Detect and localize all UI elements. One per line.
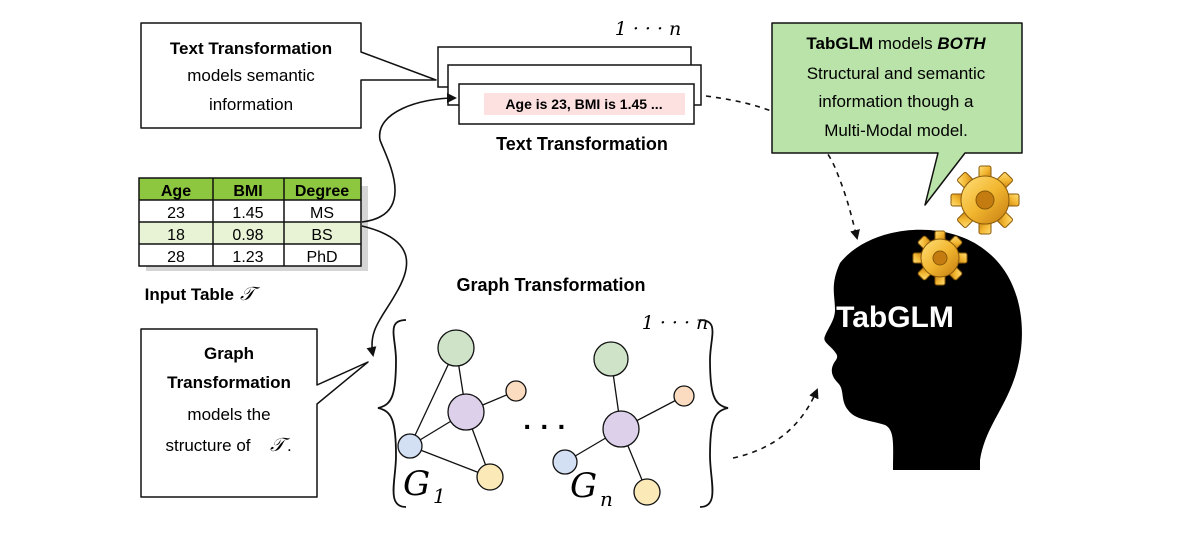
callout-line: . bbox=[287, 436, 292, 455]
graph-count-label: 1 · · · n bbox=[642, 312, 709, 334]
table-header-row bbox=[139, 178, 361, 200]
dashed-arrows bbox=[705, 95, 860, 459]
table-cell: PhD bbox=[306, 249, 337, 266]
table-cell: 1.45 bbox=[232, 205, 263, 222]
callout-line: models the bbox=[187, 405, 270, 424]
table-symbol: 𝒯 bbox=[240, 283, 260, 305]
text-transformation-caption: Text Transformation bbox=[496, 134, 668, 154]
table-cell: 23 bbox=[167, 205, 185, 222]
table-header-cell: BMI bbox=[233, 183, 262, 200]
tabglm-callout: TabGLM models BOTH Structural and semant… bbox=[771, 22, 1023, 206]
callout-title: Transformation bbox=[167, 373, 291, 392]
graph-node bbox=[602, 410, 640, 448]
graph-gn: G n bbox=[552, 341, 695, 511]
graph-node bbox=[593, 341, 629, 377]
right-brace bbox=[699, 319, 729, 508]
callout-bubble bbox=[140, 328, 369, 498]
table-row bbox=[139, 222, 361, 244]
table-row bbox=[139, 244, 361, 266]
graph-node bbox=[552, 449, 578, 475]
table-grid bbox=[138, 177, 362, 267]
graph-node bbox=[397, 433, 423, 459]
table-header-cell: Degree bbox=[295, 183, 349, 200]
callout-line: models semantic bbox=[187, 66, 315, 85]
input-table: Age BMI Degree 23 1.45 MS 18 0.98 BS 28 … bbox=[138, 177, 368, 305]
graph-label: G bbox=[570, 466, 597, 506]
head-silhouette: TabGLM bbox=[824, 229, 1022, 470]
arrow-text-to-model bbox=[705, 95, 860, 240]
graph-ellipsis: · · · bbox=[523, 411, 567, 442]
graph-transformation: Graph Transformation 1 · · · n G 1 · · · bbox=[377, 275, 729, 511]
table-header-cell: Age bbox=[161, 183, 191, 200]
text-count-label: 1 · · · n bbox=[615, 18, 682, 40]
graph-label: G bbox=[403, 464, 430, 504]
callout-line: information though a bbox=[819, 92, 975, 111]
head-label: TabGLM bbox=[836, 301, 954, 334]
gear-icon bbox=[950, 165, 1020, 235]
callout-line: Structural and semantic bbox=[807, 64, 986, 83]
arrow-graph-to-model bbox=[732, 388, 819, 459]
gear-icon bbox=[912, 230, 968, 286]
sample-text: Age is 23, BMI is 1.45 ... bbox=[505, 96, 662, 112]
callout-line: TabGLM models BOTH bbox=[806, 34, 986, 53]
graph-transformation-title: Graph Transformation bbox=[456, 275, 645, 295]
graph-node bbox=[505, 380, 527, 402]
table-cell: 1.23 bbox=[232, 249, 263, 266]
graph-transformation-callout: Graph Transformation models the structur… bbox=[140, 328, 369, 498]
graph-node bbox=[476, 463, 504, 491]
callout-title: Text Transformation bbox=[170, 39, 332, 58]
graph-node bbox=[437, 329, 475, 367]
table-row bbox=[139, 200, 361, 222]
graph-g1: G 1 bbox=[397, 329, 527, 508]
graph-label-subscript: 1 bbox=[433, 484, 446, 508]
text-transformation-callout: Text Transformation models semantic info… bbox=[140, 22, 437, 129]
sample-text-highlight bbox=[484, 93, 685, 115]
callout-bubble bbox=[771, 22, 1023, 206]
arrow-table-to-text bbox=[361, 93, 457, 223]
left-brace bbox=[377, 319, 407, 508]
callout-title: Graph bbox=[204, 344, 254, 363]
graph-label-subscript: n bbox=[600, 487, 613, 511]
arrow-table-to-graph bbox=[361, 225, 408, 357]
head-shape bbox=[824, 229, 1022, 470]
table-cell: BS bbox=[311, 227, 332, 244]
table-cell: MS bbox=[310, 205, 334, 222]
callout-line: structure of bbox=[165, 436, 250, 455]
table-cell: 0.98 bbox=[232, 227, 263, 244]
table-arrows bbox=[361, 93, 457, 357]
graph-node bbox=[447, 393, 485, 431]
graph-node bbox=[673, 385, 695, 407]
input-table-caption: Input Table bbox=[145, 285, 234, 304]
callout-bubble bbox=[140, 22, 437, 129]
callout-line: information bbox=[209, 95, 293, 114]
table-cell: 18 bbox=[167, 227, 185, 244]
table-cell: 28 bbox=[167, 249, 185, 266]
graph-node bbox=[633, 478, 661, 506]
callout-line: Multi-Modal model. bbox=[824, 121, 968, 140]
text-document-stack: 1 · · · n Age is 23, BMI is 1.45 ... Tex… bbox=[437, 18, 702, 154]
